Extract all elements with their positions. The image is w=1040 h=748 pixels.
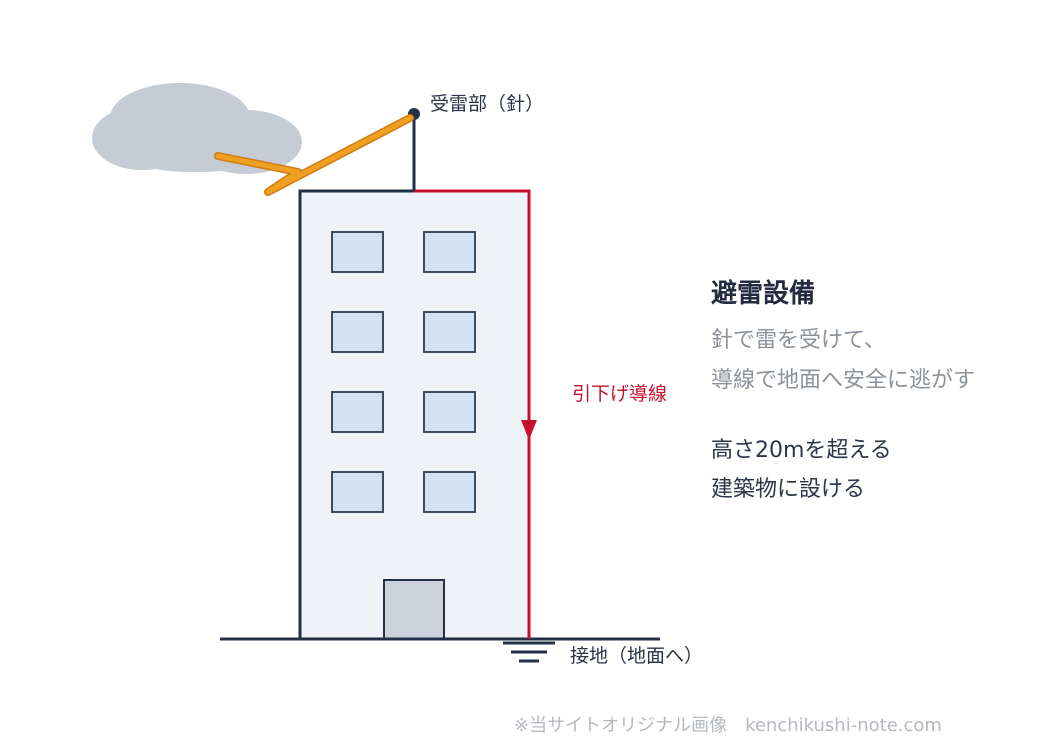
lightning-bolt-icon bbox=[214, 114, 414, 196]
credit-text: ※当サイトオリジナル画像 kenchikushi-note.com bbox=[514, 715, 942, 736]
down-conductor-label: 引下げ導線 bbox=[572, 383, 668, 405]
down-arrow-icon bbox=[521, 420, 537, 440]
window bbox=[423, 311, 476, 353]
building-door bbox=[383, 579, 445, 640]
window bbox=[423, 471, 476, 513]
ground-symbol-icon bbox=[503, 641, 555, 663]
ground-label: 接地（地面へ） bbox=[570, 645, 704, 667]
building-windows bbox=[331, 231, 476, 513]
window bbox=[331, 471, 384, 513]
window bbox=[331, 391, 384, 433]
info-requirement-line-2: 建築物に設ける bbox=[711, 477, 866, 502]
info-description-line-2: 導線で地面へ安全に逃がす bbox=[711, 368, 976, 393]
window bbox=[423, 391, 476, 433]
window bbox=[331, 231, 384, 273]
info-requirement-line-1: 高さ20mを超える bbox=[711, 438, 892, 463]
receiver-label: 受雷部（針） bbox=[430, 93, 545, 115]
info-description-line-1: 針で雷を受けて、 bbox=[711, 328, 886, 353]
info-title: 避雷設備 bbox=[711, 279, 816, 309]
cloud-icon bbox=[92, 83, 302, 174]
down-conductor-line bbox=[414, 189, 531, 639]
window bbox=[423, 231, 476, 273]
window bbox=[331, 311, 384, 353]
